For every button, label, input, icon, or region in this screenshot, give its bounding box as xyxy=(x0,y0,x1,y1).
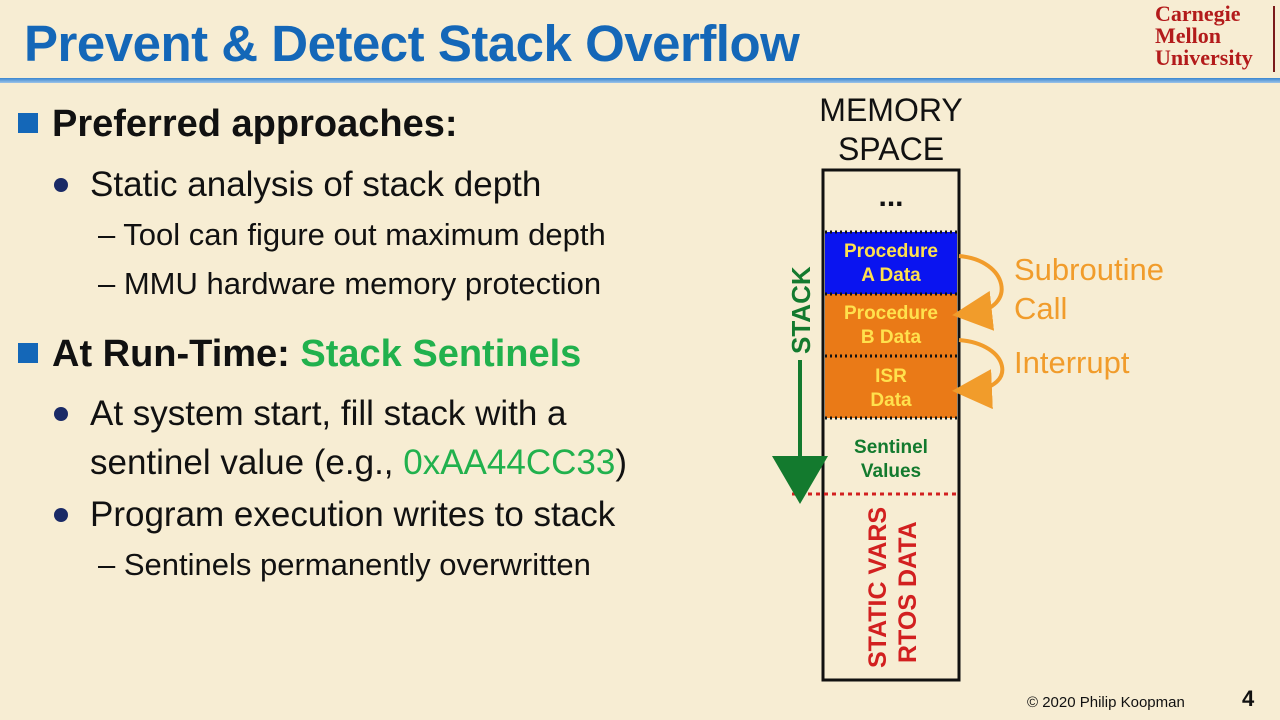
logo-line-2: Mellon xyxy=(1155,23,1221,48)
sentinel-value: 0xAA44CC33 xyxy=(403,443,616,482)
round-bullet-icon xyxy=(54,407,68,421)
memory-box xyxy=(821,168,961,682)
bullet-text-line1: At system start, fill stack with a xyxy=(90,394,567,433)
heading-prefix: At Run-Time: xyxy=(52,333,301,375)
procedure-b-line2: B Data xyxy=(861,327,922,348)
bullet-system-start: At system start, fill stack with a senti… xyxy=(54,389,627,487)
page-number: 4 xyxy=(1242,686,1255,711)
bullet-static-analysis: Static analysis of stack depth xyxy=(54,160,542,209)
procedure-b-block xyxy=(825,294,957,356)
copyright: © 2020 Philip Koopman xyxy=(1027,694,1185,711)
interrupt-arrow xyxy=(952,338,1005,410)
memory-space-diagram: MEMORY SPACE ... Procedure A Data Proced… xyxy=(772,92,1164,682)
heading-text: Preferred approaches: xyxy=(52,103,458,145)
logo-divider xyxy=(1273,6,1275,72)
round-bullet-icon xyxy=(54,508,68,522)
sub-bullet-mmu: – MMU hardware memory protection xyxy=(98,266,602,301)
logo-line-3: University xyxy=(1155,45,1253,70)
static-vars-label: STATIC VARS xyxy=(864,507,892,668)
sub-bullet-tool: – Tool can figure out maximum depth xyxy=(98,217,606,252)
heading-highlight: Stack Sentinels xyxy=(300,333,582,375)
rtos-data-label: RTOS DATA xyxy=(894,521,922,663)
title-divider xyxy=(0,78,1280,83)
memory-header-line1: MEMORY xyxy=(819,92,962,128)
sentinel-line2: Values xyxy=(861,461,921,482)
isr-line1: ISR xyxy=(875,366,907,387)
sentinel-line1: Sentinel xyxy=(854,437,928,458)
heading-preferred-approaches: Preferred approaches: xyxy=(18,103,458,146)
procedure-b-line1: Procedure xyxy=(844,303,938,324)
stack-label: STACK xyxy=(786,266,816,354)
bullet-text-line2-prefix: sentinel value (e.g., xyxy=(90,443,404,482)
round-bullet-icon xyxy=(54,178,68,192)
bullet-program-execution: Program execution writes to stack xyxy=(54,490,616,539)
memory-header-line2: SPACE xyxy=(838,131,944,167)
sub-bullet-sentinels: – Sentinels permanently overwritten xyxy=(98,547,591,582)
subroutine-call-line2: Call xyxy=(1014,291,1067,326)
heading-run-time: At Run-Time: Stack Sentinels xyxy=(18,333,581,376)
bullet-text: Program execution writes to stack xyxy=(90,495,616,534)
procedure-a-line2: A Data xyxy=(861,265,921,286)
subroutine-call-line1: Subroutine xyxy=(1014,252,1164,287)
isr-block xyxy=(825,356,957,418)
logo-line-1: Carnegie xyxy=(1155,1,1241,26)
cmu-logo: Carnegie Mellon University xyxy=(1155,3,1275,69)
bullet-text: Static analysis of stack depth xyxy=(90,165,542,204)
interrupt-label: Interrupt xyxy=(1014,345,1130,380)
slide-title: Prevent & Detect Stack Overflow xyxy=(24,15,800,72)
memory-ellipsis: ... xyxy=(878,180,903,213)
subroutine-call-arrow xyxy=(952,254,1004,331)
square-bullet-icon xyxy=(18,343,38,363)
bullet-text-line2-suffix: ) xyxy=(615,443,627,482)
procedure-a-line1: Procedure xyxy=(844,241,938,262)
isr-line2: Data xyxy=(870,390,912,411)
square-bullet-icon xyxy=(18,113,38,133)
procedure-a-block xyxy=(825,232,957,294)
